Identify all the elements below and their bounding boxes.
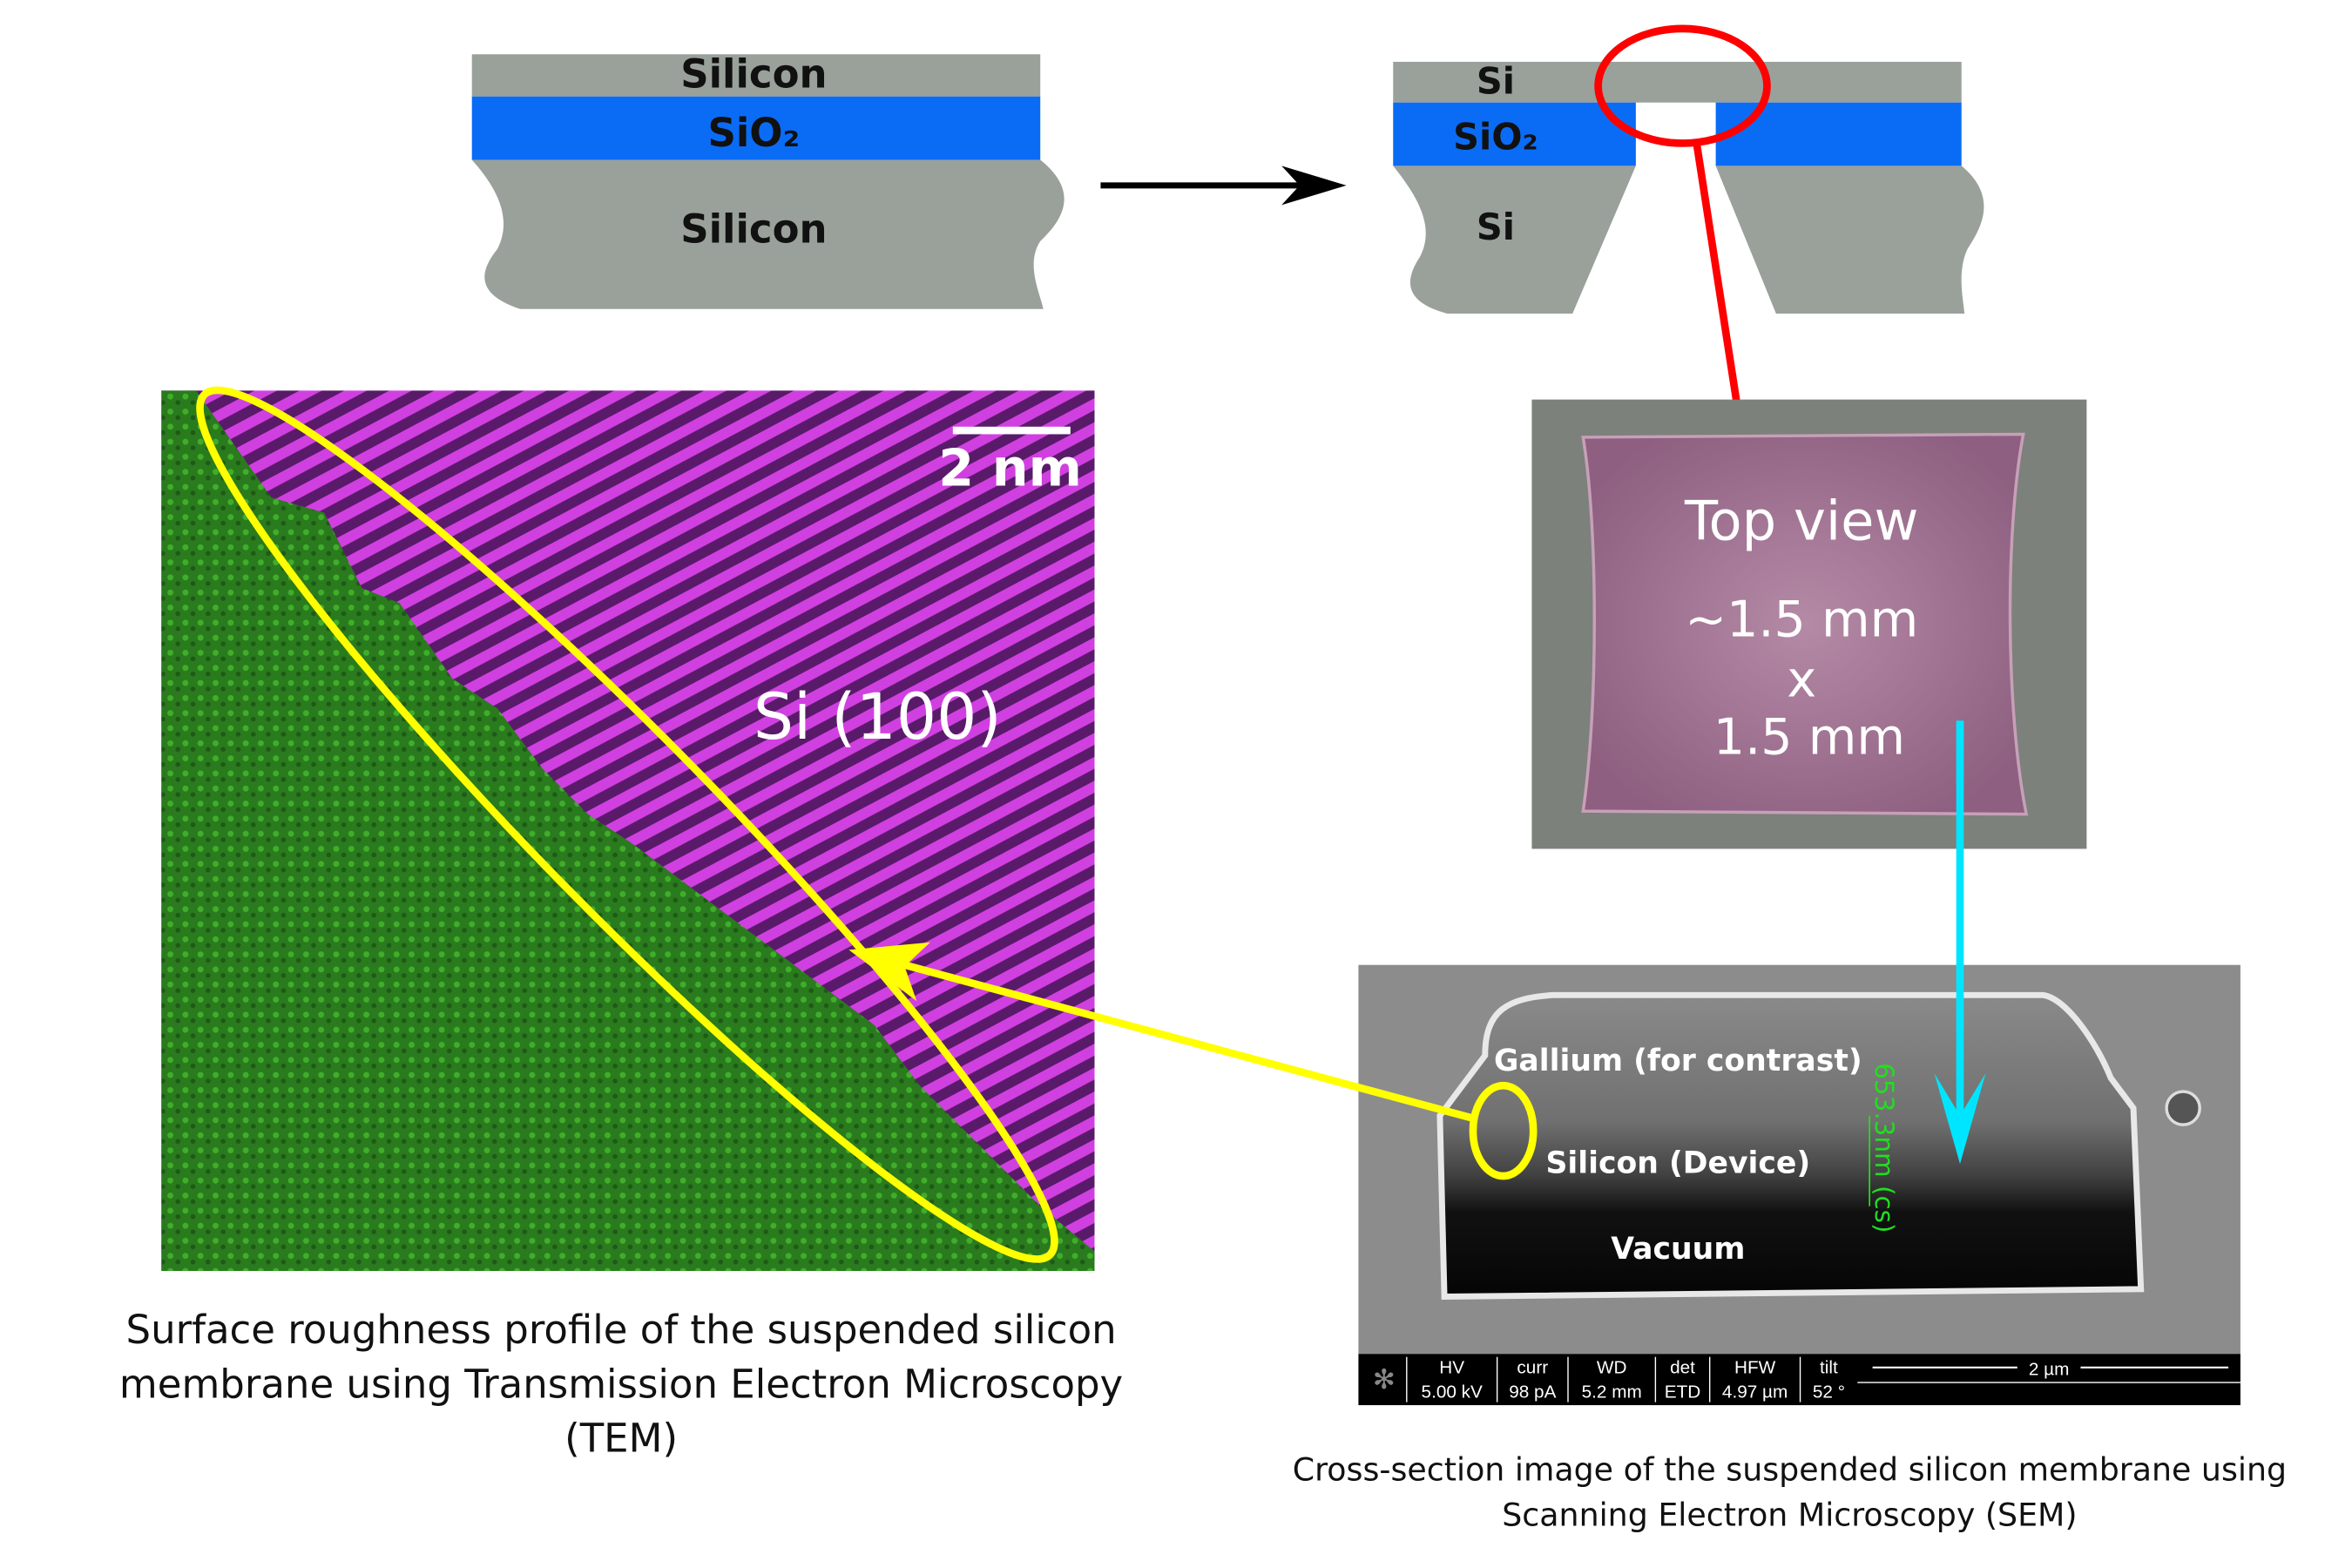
sem-info-value: 5.00 kV: [1422, 1382, 1484, 1402]
top-view-image: Top view ~1.5 mm x 1.5 mm: [1531, 399, 2087, 849]
left-wafer-stack: Silicon SiO₂ Silicon: [471, 51, 1064, 309]
fei-logo-icon: ✻: [1373, 1364, 1396, 1396]
cyan-arrowhead: [1934, 1073, 1986, 1165]
sem-info-value: 4.97 µm: [1722, 1382, 1788, 1402]
sem-info-key: curr: [1517, 1358, 1548, 1378]
si-handle-left: [1393, 166, 1636, 314]
sem-info-key: det: [1670, 1358, 1695, 1378]
label-silicon-device: Silicon (Device): [1545, 1146, 1810, 1181]
sem-scale-bar-label: 2 µm: [2029, 1359, 2070, 1379]
tem-scale-label: 2 nm: [938, 437, 1082, 497]
top-view-title: Top view: [1684, 490, 1918, 553]
label-sio2: SiO₂: [707, 110, 800, 156]
tem-image: 2 nm Si (100): [161, 386, 1095, 1272]
sem-info-key: tilt: [1820, 1358, 1838, 1378]
measurement-label: 653.3nm (cs): [1869, 1063, 1899, 1233]
sem-info-value: 5.2 mm: [1582, 1382, 1642, 1402]
sem-caption-line2: Scanning Electron Microscopy (SEM): [1502, 1497, 2077, 1534]
sio2-left: [1393, 102, 1636, 166]
sem-info-value: 98 pA: [1509, 1382, 1556, 1402]
sem-caption-line1: Cross-section image of the suspended sil…: [1293, 1451, 2287, 1489]
top-view-x: x: [1787, 652, 1816, 709]
label-si-top: Si: [1477, 59, 1515, 102]
sem-info-value: 52 °: [1813, 1382, 1845, 1402]
tem-material-label: Si (100): [754, 681, 1002, 754]
silicon-substrate: [471, 159, 1064, 309]
tem-caption: Surface roughness profile of the suspend…: [119, 1307, 1123, 1462]
membrane-highlight-ellipse: [1594, 24, 1771, 147]
tem-caption-line3: (TEM): [564, 1416, 678, 1462]
interface-highlight-ellipse: [1469, 1081, 1538, 1180]
top-view-dim1: ~1.5 mm: [1685, 591, 1918, 648]
right-wafer-stack: Si SiO₂ Si: [1393, 24, 1984, 495]
process-arrow: [1100, 166, 1347, 206]
label-si-bottom: Si: [1477, 206, 1515, 248]
tem-scale-bar: [952, 426, 1071, 435]
label-gallium: Gallium (for contrast): [1494, 1044, 1862, 1078]
roughness-highlight-ellipse: [196, 386, 1058, 1263]
label-vacuum: Vacuum: [1611, 1232, 1745, 1267]
label-sio2-right: SiO₂: [1453, 115, 1538, 158]
si-membrane: [1393, 61, 1962, 103]
sem-info-bar: [1358, 1354, 2240, 1406]
top-view-dim2: 1.5 mm: [1713, 708, 1905, 766]
yellow-connector: [848, 942, 1538, 1180]
tem-caption-line1: Surface roughness profile of the suspend…: [126, 1307, 1117, 1353]
sem-caption: Cross-section image of the suspended sil…: [1293, 1451, 2287, 1534]
sem-info-key: WD: [1597, 1358, 1627, 1378]
label-silicon-top: Silicon: [680, 51, 827, 97]
silicon-top-layer: [471, 54, 1041, 97]
tem-caption-line2: membrane using Transmission Electron Mic…: [119, 1361, 1123, 1407]
sem-image: Gallium (for contrast) Silicon (Device) …: [1358, 720, 2240, 1406]
si-handle-right: [1715, 166, 1984, 314]
sio2-layer: [471, 96, 1041, 160]
sem-info-key: HV: [1439, 1358, 1464, 1378]
sem-info-key: HFW: [1734, 1358, 1776, 1378]
sem-info-value: ETD: [1665, 1382, 1701, 1402]
sio2-right: [1715, 102, 1962, 166]
label-silicon-bottom: Silicon: [680, 206, 827, 253]
yellow-arrowhead: [848, 942, 930, 1002]
